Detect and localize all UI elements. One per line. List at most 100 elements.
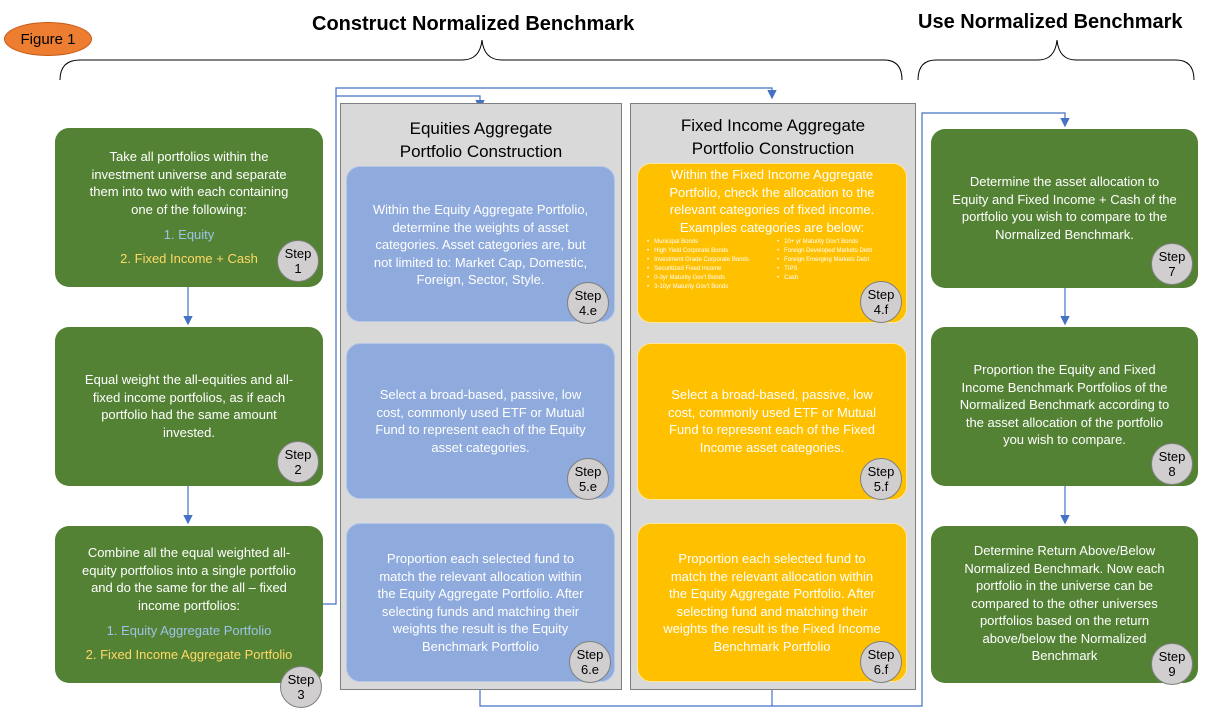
arrow-s3-to-panels [323,87,777,605]
step-7-line: Equity and Fixed Income + Cash of the [952,191,1177,207]
step-6e-line: selecting funds and matching their [381,603,580,619]
brace-construct [59,39,903,81]
step-4f-line: Examples categories are below: [679,219,865,235]
step-1-item-equity: 1. Equity [163,227,215,242]
step-5e-line: asset categories. [431,439,530,455]
equities-panel-title-1: Equities Aggregate [409,119,553,138]
brace-use [917,39,1195,81]
step-9-line: above/below the Normalized [982,630,1147,646]
step-badge-number: 5.f [873,479,889,494]
step-5e-box: Select a broad-based, passive, low cost,… [346,343,615,499]
heading-use: Use Normalized Benchmark [918,11,1183,33]
category-item: • 3-10yr Maturity Gov't Bonds [647,284,729,290]
step-9-line: Determine Return Above/Below [973,543,1156,558]
equities-panel-title-2: Portfolio Construction [399,142,563,161]
category-item-text: 0-3yr Maturity Gov't Bonds [654,275,725,281]
step-6f-line: Benchmark Portfolio [713,638,831,654]
step-5f-badge: Step 5.f [860,458,902,500]
step-badge-label: Step [867,647,895,662]
category-item: • 10+ yr Maturity Gov't Bonds [777,239,859,245]
step-6f-line: the Equity Aggregate Portfolio. After [669,586,875,601]
category-item: • Cash [777,275,799,281]
step-3-item-fixed-income: 2. Fixed Income Aggregate Portfolio [85,646,293,662]
step-6f-line: weights the result is the Fixed Income [663,621,881,636]
category-item: • Foreign Emerging Markets Debt [777,257,870,263]
step-4e-line: determine the weights of asset [392,219,569,235]
step-badge-number: 4.f [873,302,889,317]
step-6e-line: Benchmark Portfolio [421,638,540,654]
step-1-line: them into two with each containing [89,184,289,199]
category-item: • Municipal Bonds [647,239,699,245]
step-2-line: Equal weight the all-equities and all- [84,372,294,387]
step-5f-line: Income asset categories. [699,439,845,455]
step-6e-line: Proportion each selected fund to [386,551,575,566]
category-item: • High Yield Corporate Bonds [647,248,729,254]
category-item-text: Foreign Developed Markets Debt [784,248,873,254]
step-3-item-equity: 1. Equity Aggregate Portfolio [106,623,272,638]
step-badge-label: Step [574,288,602,303]
step-4f-badge: Step 4.f [860,281,902,323]
category-item: • Investment Grade Corporate Bonds [647,257,749,263]
step-2-line: portfolio had the same amount [101,407,277,422]
step-badge-label: Step [287,672,315,687]
step-4f-line: relevant categories of fixed income. [669,202,875,217]
step-5f-line: Select a broad-based, passive, low [671,387,873,402]
step-badge-label: Step [1158,649,1186,664]
step-8-line: the asset allocation of the portfolio [965,414,1164,430]
step-4f-line: Within the Fixed Income Aggregate [670,167,874,182]
step-3-box: Combine all the equal weighted all- equi… [55,526,323,683]
step-1-line: one of the following: [131,201,247,217]
step-6f-line: selecting fund and matching their [676,603,868,619]
step-badge-number: 5.e [578,479,598,494]
step-9-badge: Step 9 [1151,643,1193,685]
step-7-line: Normalized Benchmark. [995,226,1134,242]
step-3-line: Combine all the equal weighted all- [87,545,291,560]
category-item-text: Foreign Emerging Markets Debt [784,257,870,263]
step-5e-line: cost, commonly used ETF or Mutual [376,404,585,420]
step-8-line: Proportion the Equity and Fixed [973,362,1156,377]
step-7-line: Determine the asset allocation to [969,174,1160,189]
step-6e-line: the Equity Aggregate Portfolio. After [377,586,584,601]
step-badge-label: Step [576,647,604,662]
category-column-left: • Municipal Bonds • High Yield Corporate… [647,238,772,292]
step-9-line: compared to the other universes [971,595,1158,611]
step-5e-line: Select a broad-based, passive, low [379,387,582,402]
category-item-text: High Yield Corporate Bonds [654,248,729,254]
step-5e-line: Fund to represent each of the Equity [375,422,586,437]
category-item-text: Securitized Fixed Income [654,266,722,272]
step-8-badge: Step 8 [1151,443,1193,485]
step-6f-badge: Step 6.f [860,641,902,683]
step-2-line: invested. [162,424,216,440]
category-item-text: 10+ yr Maturity Gov't Bonds [784,239,859,245]
step-9-line: portfolio in the universe can be [975,578,1154,593]
figure-label-badge: Figure 1 [4,22,92,56]
category-column-right: • 10+ yr Maturity Gov't Bonds • Foreign … [777,238,897,292]
step-5e-badge: Step 5.e [567,458,609,500]
step-badge-number: 8 [1168,464,1176,479]
step-6f-line: match the relevant allocation within [670,568,874,584]
step-badge-label: Step [867,464,895,479]
step-4f-line: Portfolio, check the allocation to the [669,184,875,200]
step-badge-label: Step [1158,249,1186,264]
category-item: • Foreign Developed Markets Debt [777,248,873,254]
step-1-item-fixed-income: 2. Fixed Income + Cash [120,250,258,266]
figure-label: Figure 1 [20,30,76,48]
step-6e-line: match the relevant allocation within [379,568,582,584]
step-badge-number: 3 [297,687,305,702]
step-badge-number: 1 [294,261,302,276]
step-9-line: Normalized Benchmark. Now each [964,560,1165,576]
category-item-text: 3-10yr Maturity Gov't Bonds [654,284,729,290]
step-badge-number: 2 [294,462,302,477]
step-1-line: Take all portfolios within the [109,149,269,164]
step-8-line: you wish to compare. [1003,432,1126,447]
step-1-badge: Step 1 [277,240,319,282]
step-4e-line: categories. Asset categories are, but [375,237,586,252]
step-8-line: Income Benchmark Portfolios of the [961,379,1168,395]
step-9-line: Benchmark [1031,648,1098,663]
step-5f-line: cost, commonly used ETF or Mutual [667,404,877,420]
step-2-badge: Step 2 [277,441,319,483]
step-4e-badge: Step 4.e [567,282,609,324]
category-item-text: Cash [784,275,799,281]
step-4e-line: Foreign, Sector, Style. [416,272,545,287]
category-item-text: TIPS [784,266,798,272]
